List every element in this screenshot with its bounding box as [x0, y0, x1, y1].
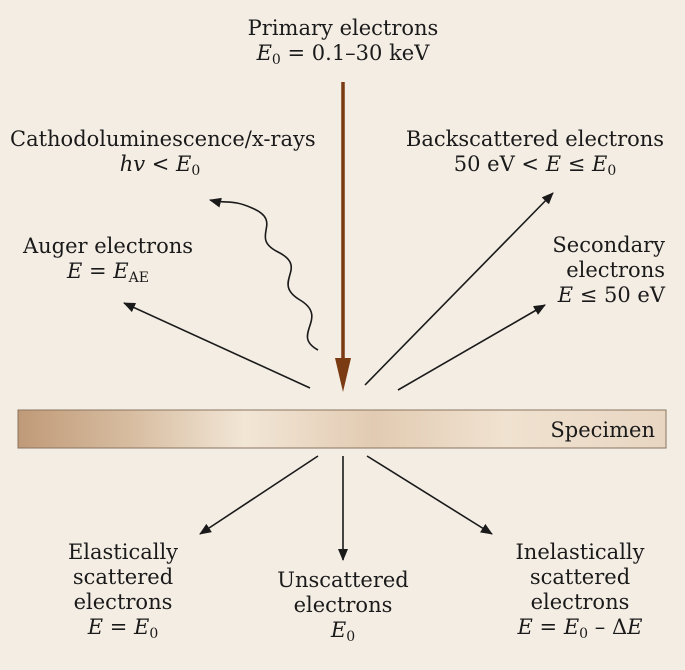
primary-formula-symbol: E: [256, 41, 272, 65]
backscattered-arrow: [364, 192, 554, 386]
elastic-arrow: [199, 455, 319, 535]
inelastic-formula-rest: – Δ: [588, 615, 628, 639]
secondary-formula-rest: ≤ 50 eV: [573, 283, 665, 307]
cathodo-label: Cathodoluminescence/x-rays hv < E0: [10, 127, 316, 179]
backscattered-formula-symbol: E: [591, 152, 608, 176]
inelastic-arrow: [366, 455, 493, 535]
unscattered-title: Unscattered: [277, 568, 409, 592]
backscattered-label: Backscattered electrons 50 eV < E ≤ E0: [400, 127, 670, 179]
cathodo-formula: hv < E0: [10, 152, 310, 179]
primary-electrons-label: Primary electrons E0 = 0.1–30 keV: [243, 16, 443, 68]
specimen-slab: [17, 409, 667, 449]
backscattered-formula-pre: 50 eV <: [453, 152, 546, 176]
elastic-line2: scattered: [72, 565, 174, 589]
inelastic-formula-rel: =: [532, 615, 564, 639]
inelastic-formula-symbol1: E: [517, 615, 533, 639]
secondary-arrow: [397, 304, 546, 391]
cathodo-wavy-arrow: [209, 197, 319, 351]
primary-title: Primary electrons: [247, 16, 439, 40]
secondary-subtitle: electrons: [566, 258, 665, 282]
backscattered-formula-rel: ≤: [561, 152, 592, 176]
cathodo-formula-sub: 0: [191, 163, 201, 179]
auger-arrow: [123, 302, 311, 389]
backscattered-formula-symbol1: E: [545, 152, 562, 176]
cathodo-formula-symbol: E: [176, 152, 192, 176]
auger-label: Auger electrons E = EAE: [18, 234, 198, 286]
unscattered-formula-symbol: E: [330, 618, 347, 642]
inelastic-formula-sub: 0: [579, 626, 589, 642]
backscattered-title: Backscattered electrons: [405, 127, 665, 151]
primary-formula: E0 = 0.1–30 keV: [243, 41, 443, 68]
inelastic-title: Inelastically: [515, 540, 645, 564]
auger-formula-symbol: E: [113, 259, 129, 283]
inelastic-formula-symbol2: E: [627, 615, 643, 639]
unscattered-formula: E0: [253, 618, 433, 645]
inelastic-formula: E = E0 – ΔE: [480, 615, 680, 642]
auger-formula-rel: =: [82, 259, 114, 283]
unscattered-formula-sub: 0: [346, 629, 356, 645]
auger-formula-sub: AE: [128, 270, 149, 286]
elastic-line3: electrons: [73, 590, 173, 614]
unscattered-line2: electrons: [293, 593, 393, 617]
unscattered-label: Unscattered electrons E0: [253, 568, 433, 645]
inelastic-line2: scattered: [529, 565, 631, 589]
secondary-formula: E ≤ 50 eV: [495, 283, 665, 308]
inelastic-label: Inelastically scattered electrons E = E0…: [480, 540, 680, 642]
elastic-formula-sub: 0: [149, 626, 159, 642]
cathodo-formula-pre: hv: [119, 152, 146, 176]
elastic-title: Elastically: [67, 540, 179, 564]
backscattered-formula: 50 eV < E ≤ E0: [400, 152, 670, 179]
auger-formula-symbol1: E: [67, 259, 83, 283]
secondary-formula-symbol1: E: [557, 283, 574, 307]
primary-formula-rest: = 0.1–30 keV: [280, 41, 430, 65]
secondary-title: Secondary: [552, 233, 665, 257]
primary-beam-arrowhead: [335, 358, 351, 392]
elastic-formula-rel: =: [103, 615, 135, 639]
cathodo-formula-rel: <: [145, 152, 177, 176]
auger-title: Auger electrons: [22, 234, 194, 258]
backscattered-formula-sub: 0: [607, 163, 617, 179]
elastic-formula-symbol: E: [134, 615, 150, 639]
elastic-label: Elastically scattered electrons E = E0: [48, 540, 198, 642]
cathodo-title: Cathodoluminescence/x-rays: [10, 127, 316, 151]
elastic-formula: E = E0: [48, 615, 198, 642]
secondary-label: Secondary electrons E ≤ 50 eV: [495, 233, 665, 308]
primary-formula-sub: 0: [271, 52, 281, 68]
specimen-label: Specimen: [550, 418, 655, 442]
inelastic-formula-symbol: E: [563, 615, 580, 639]
elastic-formula-symbol1: E: [87, 615, 104, 639]
inelastic-line3: electrons: [530, 590, 630, 614]
auger-formula: E = EAE: [18, 259, 198, 286]
